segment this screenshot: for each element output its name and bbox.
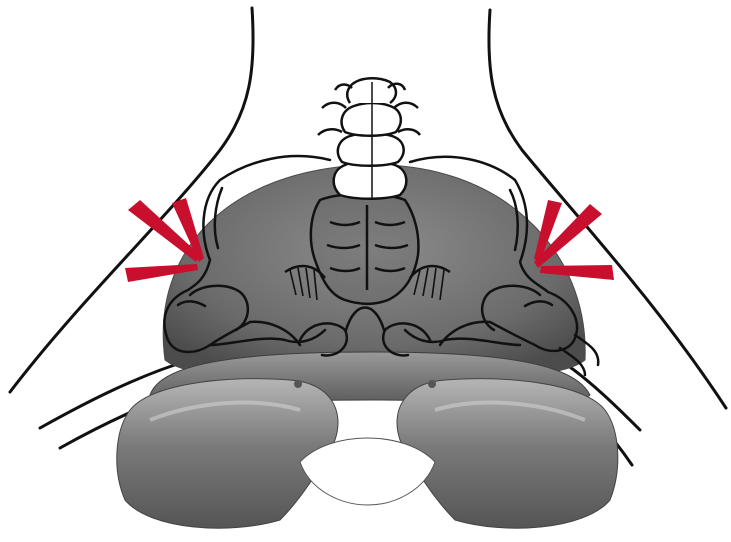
spine-icon (318, 78, 420, 200)
saddle-gullet (300, 438, 435, 505)
saddle-left-stud (294, 380, 302, 388)
saddle-right-stud (428, 380, 436, 388)
